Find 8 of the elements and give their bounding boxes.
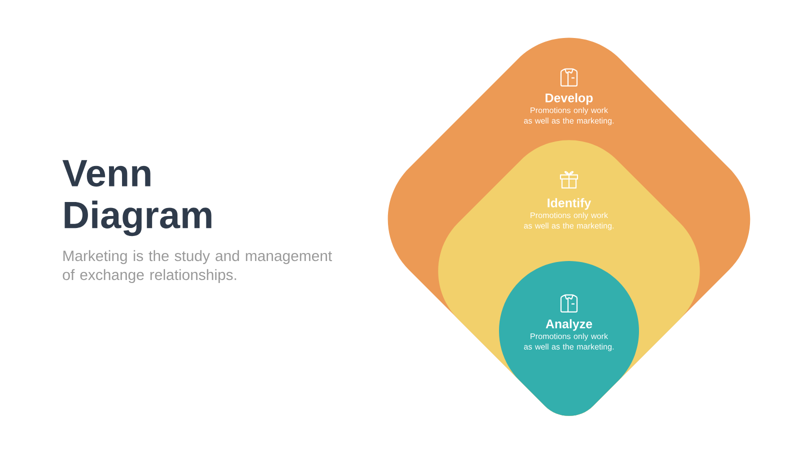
title: Venn Diagram	[62, 160, 212, 236]
heading: Develop	[546, 93, 593, 105]
description-text: Marketing is the study and management of exchange relationships.	[62, 250, 332, 284]
heading: Identify	[548, 198, 592, 210]
description-text: Promotions only work as well as the marketing.	[524, 107, 614, 126]
description-text: Promotions only work as well as the marketing.	[524, 333, 614, 352]
heading: Analyze	[546, 319, 592, 331]
description-text: Promotions only work as well as the marketing.	[524, 212, 614, 230]
